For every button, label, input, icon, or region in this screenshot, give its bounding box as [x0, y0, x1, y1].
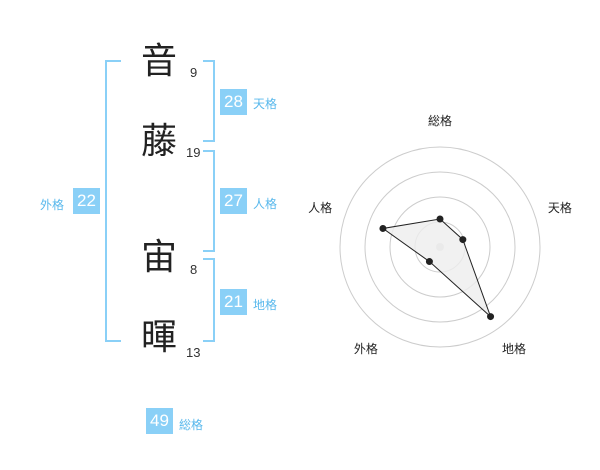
radar-ring: [339, 146, 541, 348]
jinkaku-label: 人格: [253, 197, 278, 211]
radar-point-4: [425, 258, 433, 266]
radar-axis-label-5: 人格: [308, 200, 332, 215]
radar-polygon: [381, 218, 492, 317]
chikaku-label: 地格: [253, 298, 278, 312]
chikaku-bracket: [203, 258, 215, 342]
radar-point-3: [487, 313, 495, 321]
radar-axis-label-1: 総格: [428, 113, 452, 128]
name-char-3: 宙: [141, 237, 178, 278]
tenkaku-value: 28: [220, 89, 247, 115]
gaikaku-value: 22: [73, 188, 100, 214]
radar-ring: [364, 171, 516, 323]
radar-point-5: [379, 224, 387, 232]
gaikaku-bracket: [105, 60, 121, 342]
gaikaku-label: 外格: [40, 198, 65, 212]
radar-axis-label-4: 外格: [354, 341, 378, 356]
tenkaku-bracket: [203, 60, 215, 142]
chikaku-value: 21: [220, 289, 247, 315]
soukaku-value: 49: [146, 408, 173, 434]
stroke-count-2: 19: [186, 145, 201, 160]
name-char-4: 暉: [141, 317, 178, 358]
tenkaku-label: 天格: [253, 97, 278, 111]
stroke-count-3: 8: [190, 262, 198, 277]
stroke-count-1: 9: [190, 65, 198, 80]
jinkaku-value: 27: [220, 188, 247, 214]
radar-axis-label-2: 天格: [548, 200, 572, 215]
jinkaku-bracket: [203, 150, 215, 252]
name-char-1: 音: [141, 41, 178, 82]
radar-point-2: [459, 236, 467, 244]
soukaku-label: 総格: [179, 418, 204, 432]
name-char-2: 藤: [141, 121, 178, 162]
radar-point-1: [436, 215, 444, 223]
stroke-count-4: 13: [186, 345, 201, 360]
radar-axis-label-3: 地格: [502, 341, 526, 356]
radar-ring: [389, 196, 491, 298]
